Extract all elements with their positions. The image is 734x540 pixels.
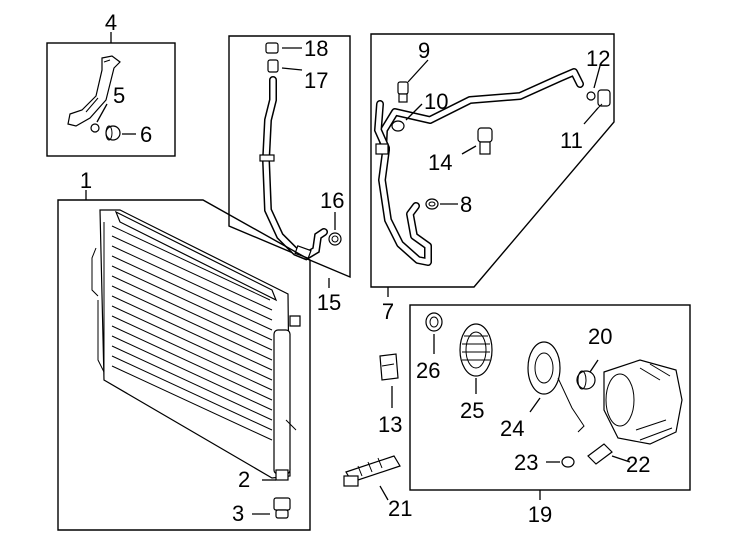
callout-10: 10 bbox=[424, 89, 448, 114]
callout-6: 6 bbox=[140, 122, 152, 147]
compressor-illustration bbox=[603, 359, 683, 445]
group-box-4 bbox=[46, 32, 176, 157]
oring-23 bbox=[561, 456, 575, 468]
valve-17 bbox=[267, 59, 279, 73]
callout-22: 22 bbox=[626, 452, 650, 477]
pulley-25 bbox=[459, 323, 493, 377]
callout-12: 12 bbox=[586, 46, 610, 71]
valve-12 bbox=[586, 91, 596, 101]
callout-14: 14 bbox=[428, 150, 452, 175]
callout-26: 26 bbox=[416, 358, 440, 383]
callout-20: 20 bbox=[588, 324, 612, 349]
bracket-13 bbox=[379, 353, 399, 381]
coil-24 bbox=[527, 341, 585, 433]
bracket-part-illustration bbox=[67, 55, 121, 127]
oring-5 bbox=[90, 123, 100, 133]
callout-5: 5 bbox=[113, 83, 125, 108]
group-box-19 bbox=[409, 304, 691, 500]
switch-14 bbox=[477, 127, 493, 155]
callout-11: 11 bbox=[560, 128, 583, 153]
callout-18: 18 bbox=[304, 36, 328, 61]
callout-23: 23 bbox=[514, 450, 538, 475]
valve-core-11 bbox=[595, 89, 611, 111]
bearing-20 bbox=[576, 370, 596, 390]
callout-25: 25 bbox=[460, 398, 484, 423]
callout-13: 13 bbox=[378, 412, 402, 437]
callout-4: 4 bbox=[105, 10, 117, 35]
callout-19: 19 bbox=[528, 502, 552, 527]
valve-22 bbox=[587, 443, 613, 465]
sensor-21 bbox=[343, 455, 401, 487]
discharge-hose-illustration bbox=[259, 76, 328, 261]
callout-8: 8 bbox=[460, 192, 472, 217]
callout-21: 21 bbox=[388, 496, 412, 521]
cap-3 bbox=[273, 497, 291, 519]
oring-10 bbox=[391, 120, 405, 132]
oring-16 bbox=[328, 232, 342, 246]
callout-15: 15 bbox=[317, 290, 341, 315]
callout-16: 16 bbox=[320, 188, 344, 213]
suction-pipe-illustration bbox=[373, 68, 584, 266]
group-box-15 bbox=[228, 35, 351, 288]
condenser-illustration bbox=[91, 209, 301, 479]
callout-24: 24 bbox=[500, 416, 524, 441]
sensor-9 bbox=[397, 81, 409, 103]
callout-17: 17 bbox=[304, 68, 328, 93]
group-box-7 bbox=[370, 33, 615, 297]
group-box-1 bbox=[57, 190, 311, 531]
callout-1: 1 bbox=[80, 168, 92, 193]
callout-7: 7 bbox=[382, 299, 394, 324]
filter-2 bbox=[275, 469, 289, 481]
nut-26 bbox=[425, 312, 443, 332]
cap-18 bbox=[265, 42, 279, 54]
callout-9: 9 bbox=[418, 38, 430, 63]
callout-2: 2 bbox=[238, 467, 250, 492]
cap-6 bbox=[105, 125, 121, 141]
oring-8 bbox=[425, 198, 439, 210]
callout-3: 3 bbox=[232, 501, 244, 526]
